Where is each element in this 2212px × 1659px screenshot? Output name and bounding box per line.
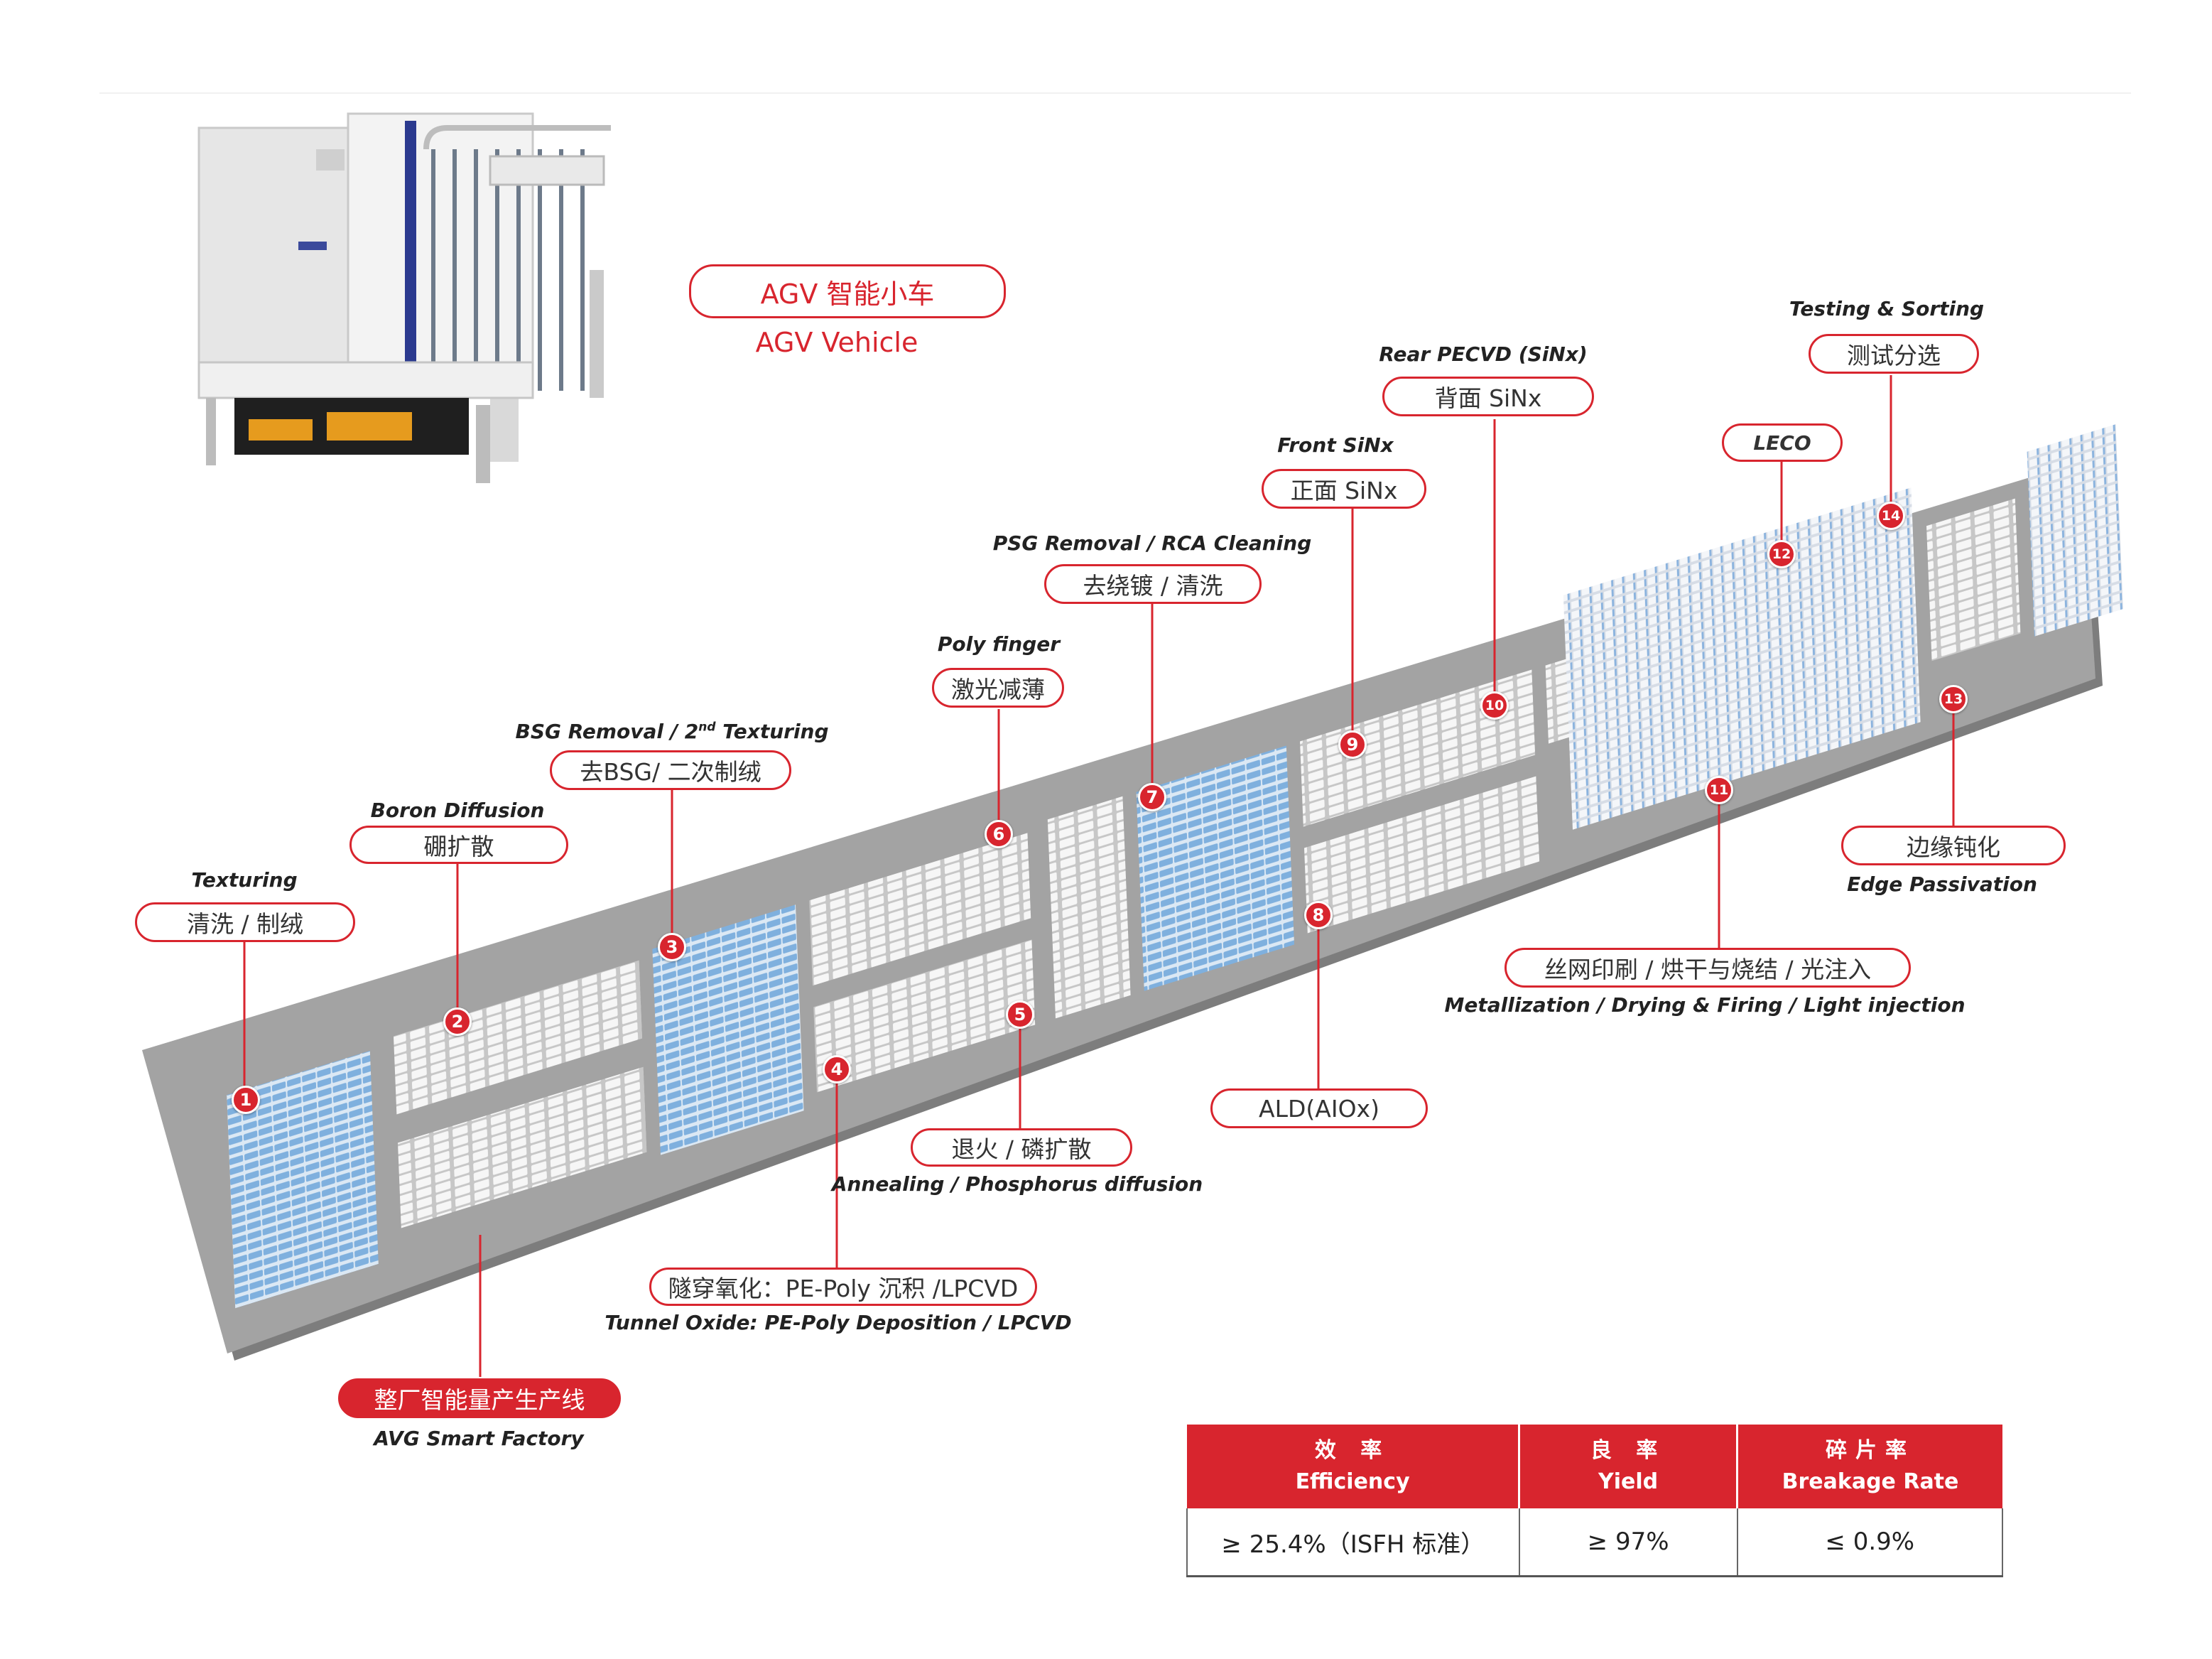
station-badge-13: 13	[1939, 685, 1968, 713]
station-badge-7: 7	[1138, 783, 1166, 811]
metric-header-zh: 碎片率	[1826, 1438, 1915, 1463]
station-4-label-zh: 隧穿氧化：PE-Poly 沉积 /LPCVD	[649, 1268, 1037, 1306]
station-badge-3: 3	[658, 933, 686, 961]
station-2-label-zh: 硼扩散	[349, 826, 568, 864]
station-3-label-zh: 去BSG/ 二次制绒	[550, 750, 791, 790]
station-1-label-zh: 清洗 / 制绒	[135, 902, 355, 942]
station-13-label-en: Edge Passivation	[1847, 872, 2037, 896]
agv-label-zh: AGV 智能小车	[689, 264, 1006, 318]
station-badge-9: 9	[1338, 730, 1367, 759]
agv-label-en: AGV Vehicle	[755, 327, 918, 358]
station-5-label-zh: 退火 / 磷扩散	[911, 1128, 1132, 1167]
metrics-value-row: ≥ 25.4%（ISFH 标准） ≥ 97% ≤ 0.9%	[1186, 1508, 2003, 1577]
station-badge-6: 6	[985, 820, 1013, 848]
metric-header-zh: 效 率	[1314, 1438, 1391, 1463]
station-8-label-zh: ALD(AIOx)	[1210, 1088, 1428, 1128]
station-5-label-en: Annealing / Phosphorus diffusion	[831, 1172, 1203, 1196]
metric-header-en: Yield	[1598, 1469, 1659, 1494]
station-badge-5: 5	[1006, 1000, 1034, 1029]
station-3-label-en: BSG Removal / 2nd Texturing	[515, 720, 828, 743]
station-7-label-en: PSG Removal / RCA Cleaning	[992, 531, 1312, 555]
station-1-label-en: Texturing	[191, 868, 298, 892]
agv-vehicle-illustration	[197, 112, 611, 483]
station-2-label-en: Boron Diffusion	[370, 799, 545, 822]
station-11-label-en: Metallization / Drying & Firing / Light …	[1444, 993, 1966, 1017]
metrics-header-row: 效 率 Efficiency 良 率 Yield 碎片率 Breakage Rate	[1187, 1425, 2002, 1508]
metric-header-zh: 良 率	[1590, 1438, 1666, 1463]
metric-header-en: Breakage Rate	[1782, 1469, 1959, 1494]
station-3-en-main: BSG Removal / 2	[515, 720, 699, 743]
station-badge-4: 4	[823, 1055, 851, 1084]
factory-label-en: AVG Smart Factory	[374, 1427, 584, 1450]
metric-value-yield: ≥ 97%	[1519, 1508, 1738, 1577]
divider-line	[99, 92, 2131, 94]
metric-header-yield: 良 率 Yield	[1519, 1425, 1738, 1508]
station-3-en-sup: nd	[698, 720, 716, 735]
station-13-label-zh: 边缘钝化	[1841, 826, 2066, 865]
metric-header-breakage-rate: 碎片率 Breakage Rate	[1737, 1425, 2002, 1508]
metric-value-breakage-rate: ≤ 0.9%	[1737, 1508, 2003, 1577]
factory-label-zh: 整厂智能量产生产线	[338, 1378, 621, 1418]
station-7-label-zh: 去绕镀 / 清洗	[1044, 564, 1262, 604]
station-badge-10: 10	[1480, 691, 1509, 720]
station-9-label-zh: 正面 SiNx	[1262, 469, 1426, 509]
station-3-en-tail: Texturing	[715, 720, 829, 743]
station-10-label-en: Rear PECVD (SiNx)	[1379, 342, 1588, 366]
station-badge-14: 14	[1877, 502, 1905, 530]
station-14-label-en: Testing & Sorting	[1789, 297, 1985, 320]
station-6-label-en: Poly finger	[937, 632, 1061, 656]
station-10-label-zh: 背面 SiNx	[1382, 377, 1594, 416]
metric-header-en: Efficiency	[1295, 1469, 1410, 1494]
station-4-label-en: Tunnel Oxide: PE-Poly Deposition / LPCVD	[604, 1311, 1072, 1334]
station-badge-1: 1	[232, 1086, 260, 1114]
station-12-label-zh: LECO	[1722, 423, 1843, 462]
station-badge-11: 11	[1705, 776, 1733, 804]
station-6-label-zh: 激光减薄	[932, 668, 1064, 708]
metric-header-efficiency: 效 率 Efficiency	[1187, 1425, 1521, 1508]
station-9-label-en: Front SiNx	[1277, 433, 1394, 457]
station-14-label-zh: 测试分选	[1809, 334, 1979, 374]
metric-value-efficiency: ≥ 25.4%（ISFH 标准）	[1186, 1508, 1520, 1577]
station-11-label-zh: 丝网印刷 / 烘干与烧结 / 光注入	[1505, 948, 1911, 988]
station-badge-8: 8	[1304, 901, 1333, 929]
station-badge-12: 12	[1767, 540, 1796, 568]
station-badge-2: 2	[443, 1007, 472, 1036]
